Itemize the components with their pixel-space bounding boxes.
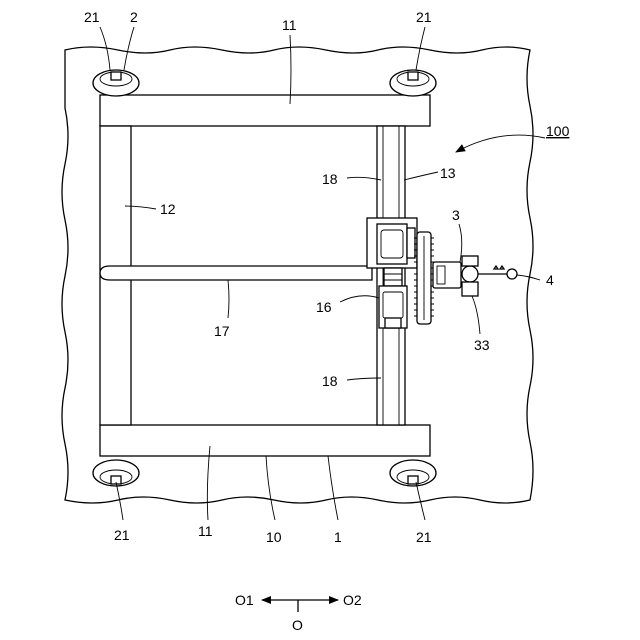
label-beam-bottom: 11 <box>198 523 213 539</box>
label-wheel-tr: 21 <box>416 9 432 25</box>
direction-indicator: O1 O2 O <box>235 592 362 633</box>
label-ref-12: 12 <box>160 201 176 217</box>
label-wheel-tl: 21 <box>84 9 100 25</box>
label-wheel-br: 21 <box>416 529 432 545</box>
label-ref-16: 16 <box>316 299 332 315</box>
label-ref-100: 100 <box>546 123 570 139</box>
label-ref-18-upper: 18 <box>322 171 338 187</box>
direction-label-o2: O2 <box>343 592 362 608</box>
sensor-tip-4 <box>507 269 517 279</box>
label-wheel-bl: 21 <box>114 527 130 543</box>
wheel-top-left <box>93 70 139 96</box>
gear-wheel <box>414 232 434 324</box>
label-ref-10: 10 <box>266 529 282 545</box>
carriage-16 <box>367 218 417 328</box>
cross-beam-top <box>100 95 430 126</box>
cross-beam-bottom <box>100 425 430 456</box>
direction-label-o1: O1 <box>235 592 254 608</box>
sensor-bracket <box>462 256 478 266</box>
label-ref-18-lower: 18 <box>322 373 338 389</box>
label-ref-1: 1 <box>334 529 342 545</box>
sensor-clamp-33 <box>462 282 478 296</box>
sensor-lens <box>462 266 478 282</box>
label-ref-2: 2 <box>130 9 138 25</box>
sensor-head-3 <box>433 256 517 296</box>
probe-bar-17 <box>100 266 372 280</box>
coupling <box>384 268 402 286</box>
wheel-top-right <box>390 70 436 96</box>
lower-motor-foot <box>385 318 401 328</box>
direction-label-o: O <box>292 617 303 633</box>
motor-cap <box>407 228 415 258</box>
label-beam-top: 11 <box>282 17 297 33</box>
label-ref-3: 3 <box>452 207 460 223</box>
wheel-bottom-right <box>390 460 436 486</box>
label-ref-17: 17 <box>214 323 230 339</box>
label-ref-4: 4 <box>546 272 554 288</box>
label-ref-13: 13 <box>440 165 456 181</box>
label-ref-33: 33 <box>474 337 490 353</box>
